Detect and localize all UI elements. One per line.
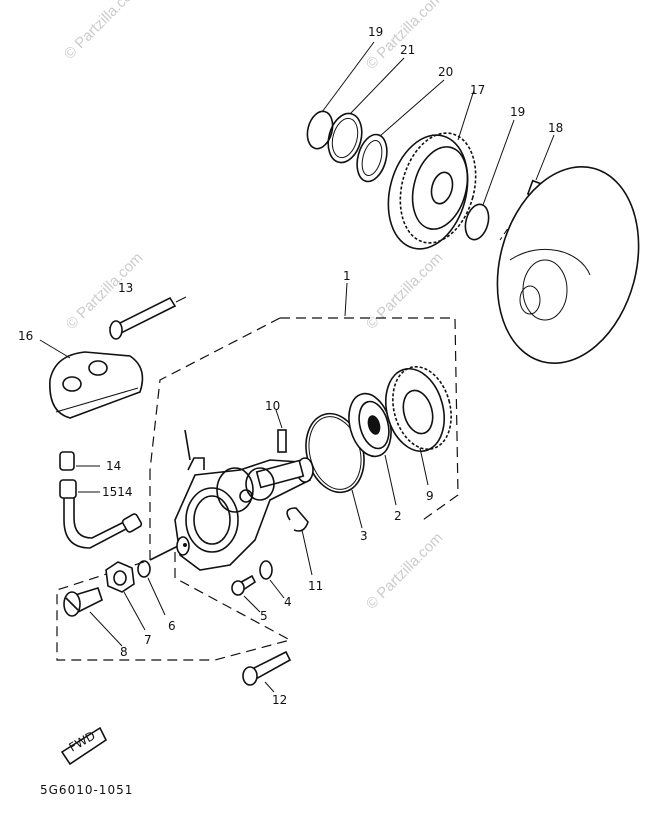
callout-label: 20 — [438, 65, 453, 79]
callout-label: 7 — [144, 633, 152, 647]
screw-8-part — [63, 587, 123, 647]
cover-16-part — [39, 339, 144, 419]
watermark: © Partzilla.com — [363, 529, 446, 612]
callout-label: 13 — [118, 281, 133, 295]
housing-part — [496, 134, 640, 364]
sleeve-14-part — [59, 451, 100, 471]
callout-label: 14 — [106, 459, 121, 473]
callout-label: 21 — [400, 43, 415, 57]
clip-11-part — [286, 507, 313, 576]
circlip-19b-part — [464, 119, 515, 241]
callout-label: 19 — [368, 25, 383, 39]
callout-label: 18 — [548, 121, 563, 135]
fwd-arrow-icon: FWD — [60, 726, 108, 766]
circlip-19-part — [306, 41, 375, 150]
callout-label: 8 — [120, 645, 128, 659]
callout-label: 16 — [18, 329, 33, 343]
watermark: © Partzilla.com — [363, 249, 446, 332]
washer-21-part — [327, 57, 405, 164]
callout-label: 5 — [260, 609, 268, 623]
callout-label: 1514 — [102, 485, 133, 499]
catalog-code: 5G6010-1051 — [40, 783, 133, 797]
leader-line — [344, 282, 348, 317]
washer-6-part — [137, 560, 166, 616]
oil-pump-body-part — [149, 429, 314, 571]
callout-label: 4 — [284, 595, 292, 609]
callout-label: 17 — [470, 83, 485, 97]
callout-label: 6 — [168, 619, 176, 633]
watermark: © Partzilla.com — [61, 0, 144, 63]
ring-20-part — [356, 79, 445, 183]
callout-label: 12 — [272, 693, 287, 707]
callout-label: 10 — [265, 399, 280, 413]
callout-labels: 19 21 20 17 19 18 1 13 16 10 14 1514 2 9… — [18, 25, 563, 707]
nut-7-part — [105, 561, 146, 631]
callout-label: 19 — [510, 105, 525, 119]
washer-4-part — [259, 560, 285, 599]
callout-label: 9 — [426, 489, 434, 503]
callout-label: 1 — [343, 269, 351, 283]
bolt-12-part — [242, 650, 292, 693]
pin-10-part — [275, 409, 287, 453]
gear-9-part — [385, 365, 452, 486]
bolt-5-part — [231, 574, 261, 613]
callout-label: 2 — [394, 509, 402, 523]
tube-15-part — [59, 479, 143, 549]
bolt-13-part — [108, 296, 187, 340]
gear-17-part — [387, 89, 477, 250]
callout-label: 3 — [360, 529, 368, 543]
callout-label: 11 — [308, 579, 323, 593]
